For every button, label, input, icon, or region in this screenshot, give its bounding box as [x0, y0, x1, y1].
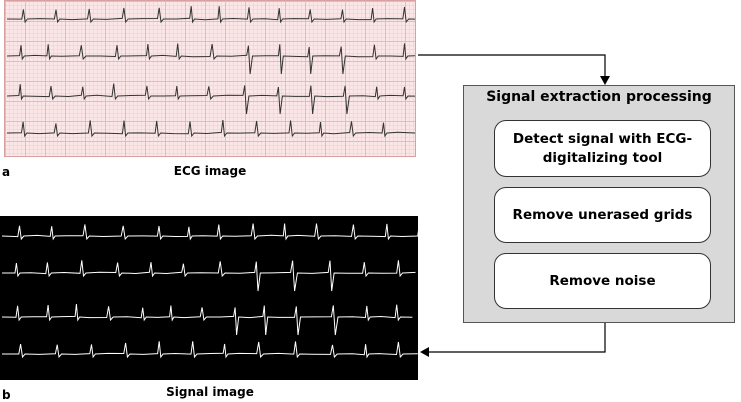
panel-b-label: b [2, 388, 11, 402]
signal-image-caption: Signal image [166, 385, 254, 399]
signal-traces [1, 223, 418, 359]
step-remove-grids: Remove unerased grids [494, 187, 711, 243]
ecg-lead-trace [1, 223, 418, 241]
ecg-lead-trace [6, 83, 415, 115]
ecg-traces [6, 6, 415, 138]
step-remove-noise: Remove noise [494, 253, 711, 309]
ecg-lead-trace [1, 304, 413, 336]
ecg-lead-trace [6, 6, 415, 24]
arrowhead-left [420, 347, 429, 357]
signal-image [0, 216, 418, 380]
arrow-process-to-signal [428, 323, 606, 353]
ecg-lead-trace [6, 43, 415, 75]
ecg-lead-trace [2, 260, 416, 292]
panel-a-label: a [2, 165, 11, 179]
arrowhead-down [600, 76, 610, 85]
ecg-lead-trace [2, 341, 418, 359]
ecg-lead-trace [6, 120, 415, 138]
ecg-image-caption: ECG image [173, 164, 247, 178]
ecg-image [4, 0, 416, 157]
process-title: Signal extraction processing [486, 89, 712, 105]
step-detect-signal: Detect signal with ECG-digitalizing tool [494, 120, 711, 177]
arrow-ecg-to-process [418, 54, 606, 78]
